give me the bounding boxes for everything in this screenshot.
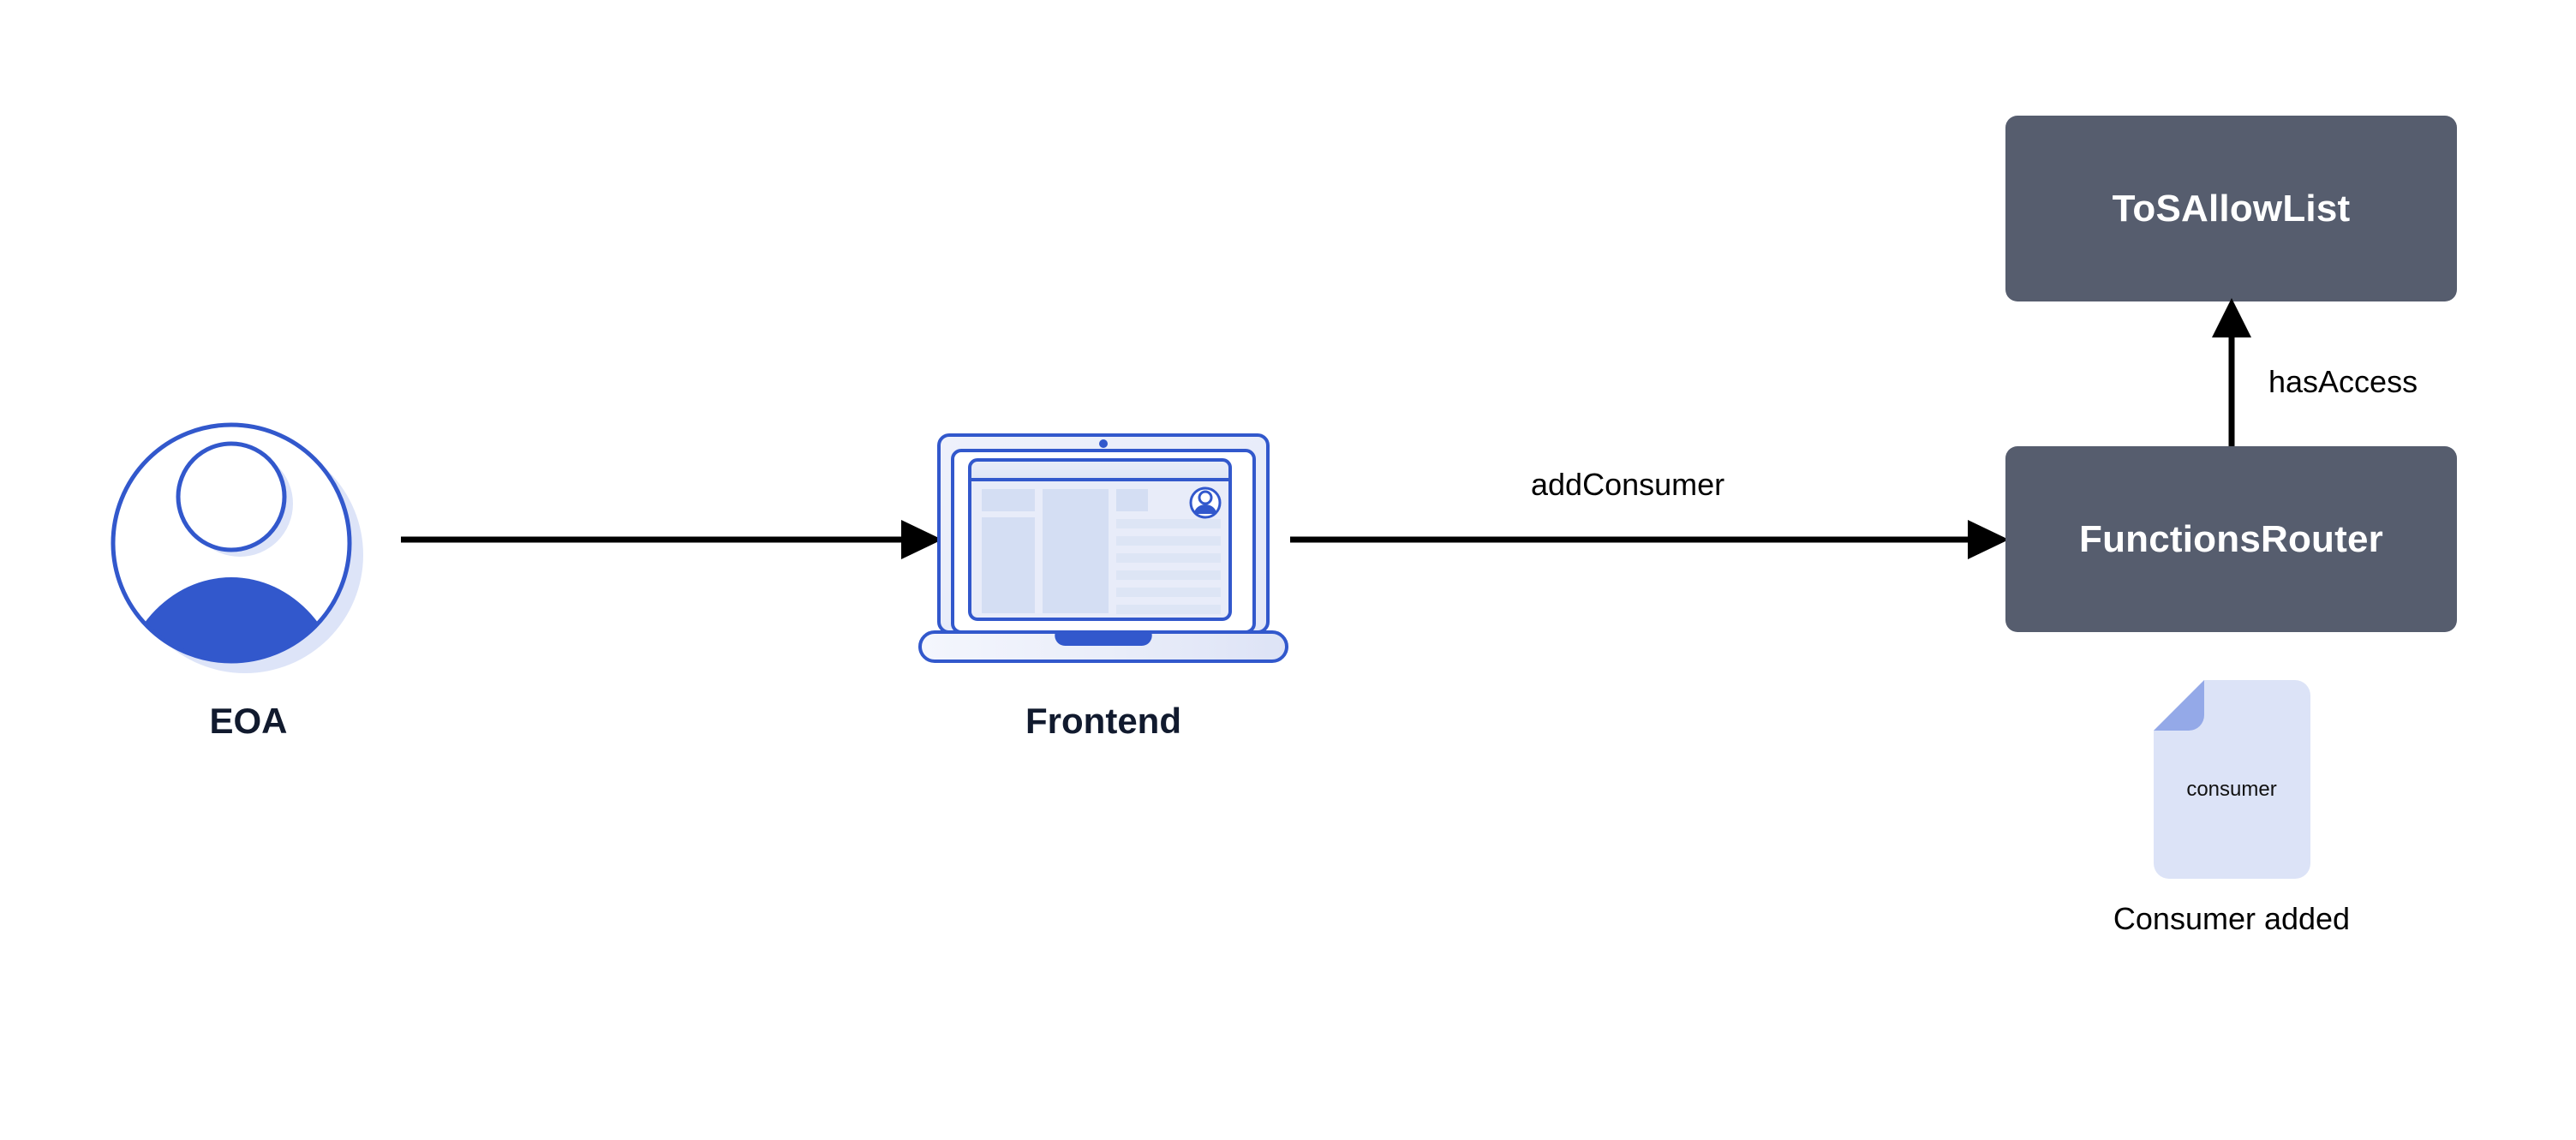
node-functions-router[interactable]: FunctionsRouter <box>2005 446 2457 632</box>
laptop-icon <box>918 433 1288 663</box>
arrowhead-icon <box>1968 520 2009 559</box>
node-frontend[interactable] <box>915 428 1292 677</box>
node-consumer-document[interactable]: consumer <box>2150 677 2313 882</box>
node-tos-allow-list[interactable]: ToSAllowList <box>2005 116 2457 301</box>
tos-allow-list-label: ToSAllowList <box>2112 187 2351 230</box>
screen-avatar-icon <box>1189 486 1222 519</box>
document-icon <box>2154 680 2310 879</box>
user-avatar-icon <box>111 422 363 673</box>
edge-frontend-to-router <box>1285 514 2009 565</box>
document-inner-label: consumer <box>2186 778 2277 801</box>
arrowhead-icon <box>2212 298 2251 337</box>
arrowhead-icon <box>901 520 942 559</box>
edge-label-has-access: hasAccess <box>2268 364 2418 399</box>
edge-router-to-tos <box>2206 298 2257 448</box>
eoa-label: EOA <box>209 701 288 741</box>
frontend-label: Frontend <box>1025 701 1181 741</box>
node-eoa[interactable] <box>103 421 394 678</box>
consumer-added-caption: Consumer added <box>2113 901 2351 936</box>
edge-label-add-consumer: addConsumer <box>1531 467 1725 502</box>
functions-router-label: FunctionsRouter <box>2079 517 2383 560</box>
edge-eoa-to-frontend <box>394 514 942 565</box>
